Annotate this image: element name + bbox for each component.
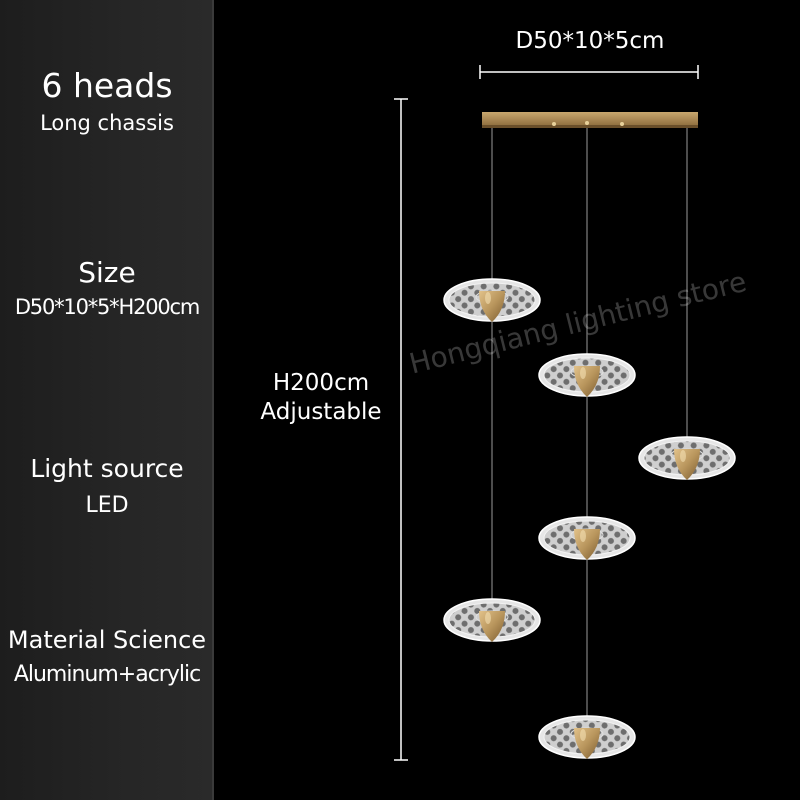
pendant-head <box>538 516 636 560</box>
pendant-head <box>443 278 541 322</box>
pendant-head <box>538 353 636 397</box>
spec-size-title: Size <box>78 256 136 289</box>
spec-material-value: Aluminum+acrylic <box>13 662 201 687</box>
height-value: H200cm <box>272 370 370 396</box>
pendant-heads <box>443 278 736 759</box>
width-dimension-label: D50*10*5cm <box>515 28 665 54</box>
width-dimension-line <box>479 65 699 79</box>
pendant-head <box>443 598 541 642</box>
spec-light-source: Light source LED <box>0 454 214 518</box>
spec-heads-value: Long chassis <box>40 111 174 135</box>
spec-material-title: Material Science <box>7 626 207 654</box>
spec-heads-title: 6 heads <box>41 66 173 105</box>
pendant-head <box>638 436 736 480</box>
spec-sidebar: 6 heads Long chassis Size D50*10*5*H200c… <box>0 0 214 800</box>
spec-size: Size D50*10*5*H200cm <box>0 256 214 319</box>
height-dimension-line <box>394 98 408 761</box>
height-note: Adjustable <box>260 399 382 425</box>
spec-light-source-value: LED <box>85 493 129 518</box>
spec-material: Material Science Aluminum+acrylic <box>0 626 214 687</box>
spec-heads: 6 heads Long chassis <box>0 66 214 135</box>
pendant-head <box>538 715 636 759</box>
height-dimension-label: H200cm Adjustable <box>236 369 406 427</box>
spec-light-source-title: Light source <box>30 454 184 483</box>
spec-size-value: D50*10*5*H200cm <box>14 295 201 319</box>
ceiling-canopy <box>482 112 698 128</box>
suspension-wires <box>491 128 688 732</box>
